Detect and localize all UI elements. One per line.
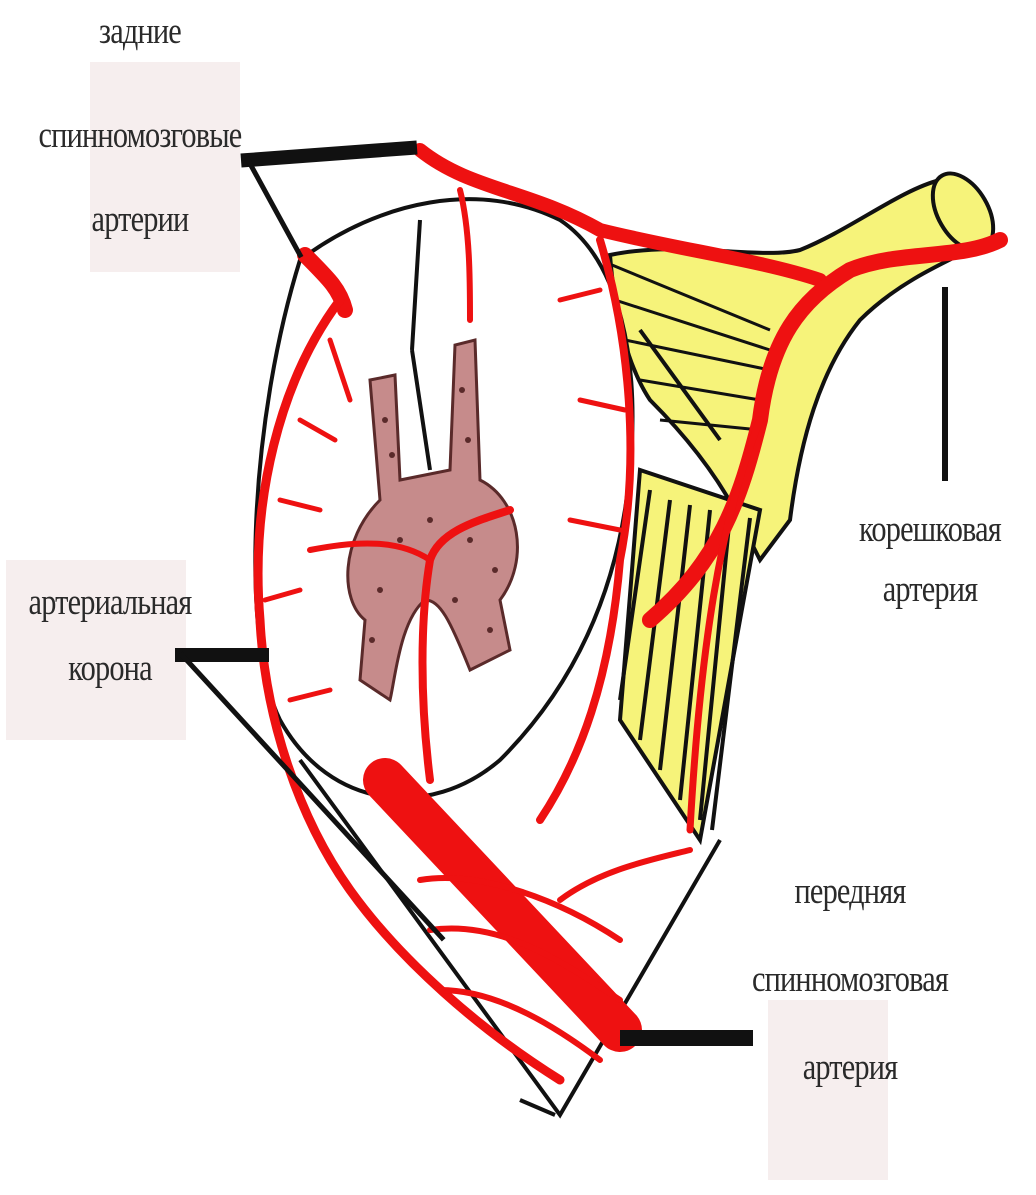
label-line: артерия [840, 560, 1020, 620]
label-posterior-spinal-arteries: задние спинномозговые артерии [1, 10, 280, 242]
label-anterior-spinal-artery: передняя спинномозговая артерия [727, 860, 973, 1100]
label-line: артерия [727, 1036, 973, 1100]
label-line: корона [20, 636, 200, 702]
label-line: спинномозговые [1, 114, 280, 158]
label-line: корешковая [840, 500, 1020, 560]
label-line: артерии [1, 198, 280, 242]
label-line: артериальная [20, 570, 200, 636]
label-line: спинномозговая [727, 948, 973, 1012]
label-radicular-artery: корешковая артерия [840, 500, 1020, 620]
label-arterial-corona: артериальная корона [20, 570, 200, 702]
label-line: задние [1, 10, 280, 54]
label-line: передняя [727, 860, 973, 924]
